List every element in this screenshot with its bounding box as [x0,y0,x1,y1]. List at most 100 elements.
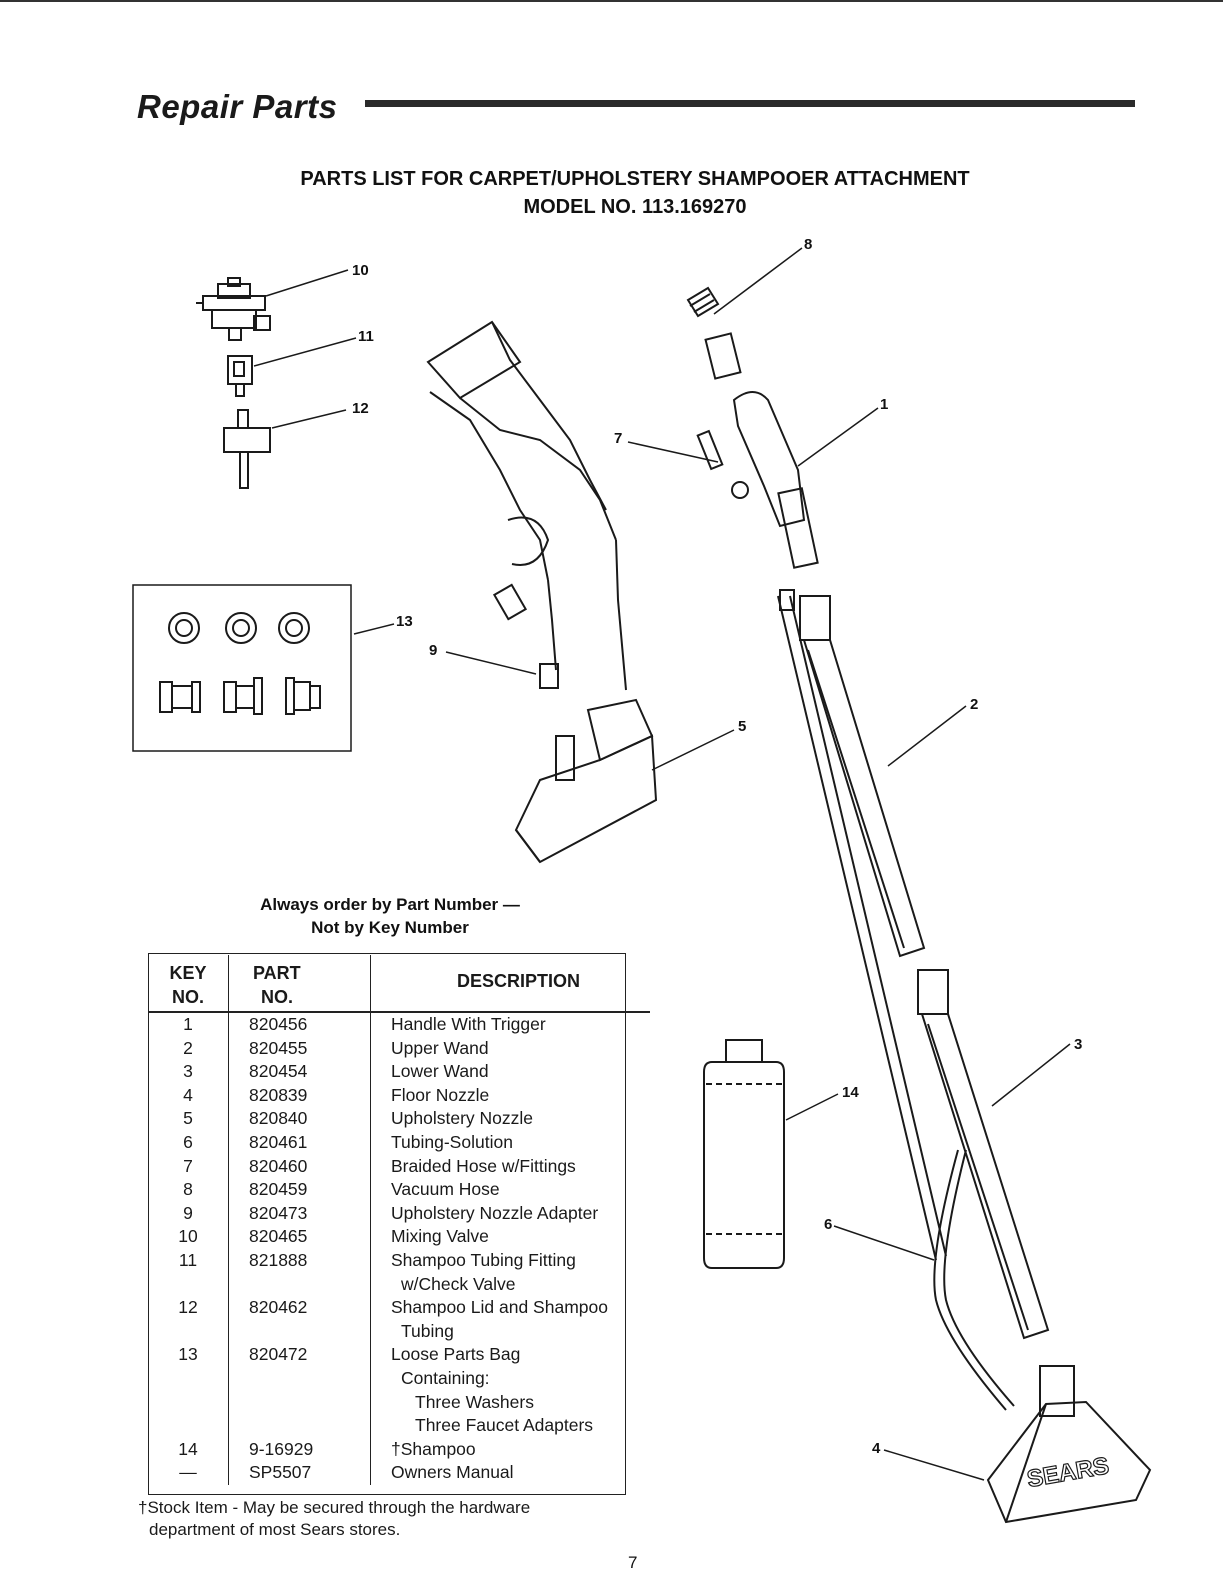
callout-8: 8 [804,236,813,253]
key-number-cell: 8 [148,1178,229,1202]
section-title: Repair Parts [137,88,338,125]
description-line: Vacuum Hose [391,1179,500,1200]
stock-item-footnote: †Stock Item - May be secured through the… [138,1498,531,1539]
description-line: Floor Nozzle [391,1084,490,1105]
part-number-cell: 821888 [228,1248,371,1297]
loose-parts-bag-box [132,584,352,752]
sears-logo: SEARS [1025,1452,1111,1493]
floor-nozzle-part [986,1365,1152,1524]
callout-5: 5 [738,718,747,735]
callout-9: 9 [429,642,438,659]
callout-10: 10 [352,262,369,279]
description-cell: Handle With Trigger [371,1012,651,1037]
order-note-line2: Not by Key Number [311,918,469,937]
callout-6: 6 [824,1216,833,1233]
key-number-cell: 7 [148,1154,229,1179]
description-cell: Lower Wand [371,1060,651,1084]
part-number-cell: 820459 [228,1178,371,1202]
part-number-cell: SP5507 [228,1461,371,1485]
header-rule [365,100,1135,107]
description-line: Three Washers [415,1391,534,1412]
part-number-cell: 820456 [228,1012,371,1037]
description-cell: Owners Manual [371,1461,651,1485]
key-number-cell: 4 [148,1083,229,1108]
callout-14: 14 [842,1084,859,1101]
description-line: Upholstery Nozzle Adapter [391,1202,599,1223]
part-number-cell: 820455 [228,1036,371,1061]
description-line: Handle With Trigger [391,1014,546,1034]
description-line: Containing: [401,1367,490,1388]
key-number-cell: 11 [148,1248,229,1297]
description-cell: †Shampoo [371,1438,651,1462]
callout-12: 12 [352,400,369,417]
description-line: Three Faucet Adapters [415,1415,594,1436]
description-line: †Shampoo [391,1438,476,1459]
part-number-cell: 820461 [228,1130,371,1155]
part-number-cell: 820454 [228,1060,371,1084]
part-number-cell: 9-16929 [228,1437,371,1462]
key-number-cell: 14 [148,1437,229,1462]
description-cell: Floor Nozzle [371,1084,651,1108]
upholstery-nozzle-part [426,320,658,864]
callout-3: 3 [1074,1036,1083,1053]
description-cell: Mixing Valve [371,1225,651,1249]
part-number-cell: 820465 [228,1225,371,1249]
description-line: Tubing-Solution [391,1131,513,1152]
key-number-cell: 13 [148,1343,229,1438]
description-line: Upholstery Nozzle [391,1108,533,1129]
shampoo-lid-part [223,409,271,489]
shampoo-bottle-part [703,1039,785,1269]
callout-1: 1 [880,396,889,413]
description-cell: Upholstery Nozzle [371,1107,651,1131]
key-number-cell: 1 [148,1012,229,1037]
braided-hose-part [696,429,749,499]
key-number-cell: 6 [148,1130,229,1155]
description-cell: Tubing-Solution [371,1131,651,1155]
description-cell: Upholstery Nozzle Adapter [371,1202,651,1226]
key-number-cell: 3 [148,1060,229,1084]
callout-leaders [253,247,1071,1481]
description-line: Lower Wand [391,1061,489,1082]
page-number: 7 [628,1553,638,1572]
callout-11: 11 [358,328,374,345]
parts-list-title: PARTS LIST FOR CARPET/UPHOLSTERY SHAMPOO… [300,168,970,190]
key-number-cell: 12 [148,1296,229,1344]
faucet-adapters-group [159,677,321,715]
description-line: w/Check Valve [401,1273,516,1294]
callout-13: 13 [396,613,413,630]
part-number-cell: 820840 [228,1107,371,1131]
callout-2: 2 [970,696,979,713]
top-border [0,0,1223,2]
key-number-cell: 5 [148,1107,229,1131]
upper-wand-part [777,589,947,1261]
description-line: Loose Parts Bag [391,1344,521,1365]
description-cell: Braided Hose w/Fittings [371,1155,651,1179]
model-number: MODEL NO. 113.169270 [523,196,747,218]
description-line: Owners Manual [391,1462,514,1483]
part-number-cell: 820472 [228,1343,371,1438]
vacuum-hose-part [686,286,742,380]
handle-with-trigger-part [732,391,819,569]
description-line: Upper Wand [391,1037,489,1058]
part-number-cell: 820473 [228,1201,371,1226]
